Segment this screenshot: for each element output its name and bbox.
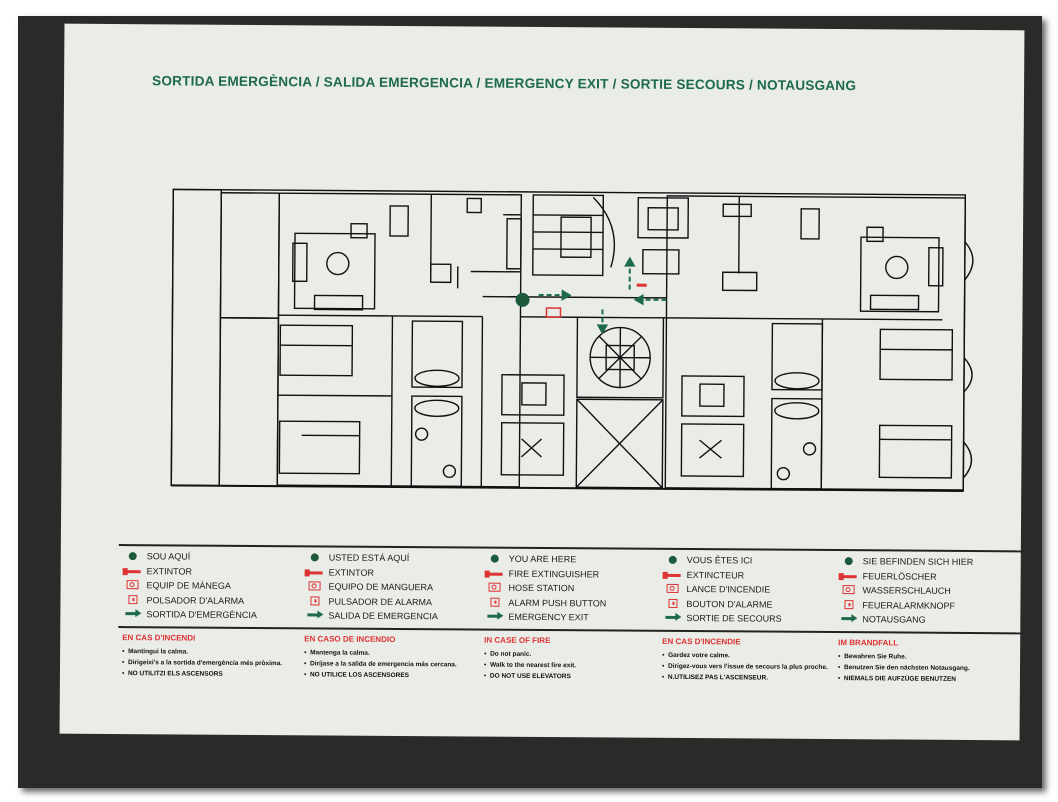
you-are-here-icon — [839, 555, 863, 567]
hose-station-icon — [305, 581, 329, 593]
floor-plan — [170, 188, 974, 492]
fire-extinguisher-icon — [839, 570, 863, 582]
alarm-button-icon — [662, 598, 686, 610]
exit-arrow-icon — [484, 611, 508, 623]
fire-instructions-spanish: EN CASO DE INCENDIO Mantenga la calma. D… — [304, 634, 484, 683]
hose-station-icon — [839, 584, 863, 596]
hose-station-icon — [663, 583, 687, 595]
legend-bottom-rule — [118, 626, 1025, 634]
evacuation-plan-sign: SORTIDA EMERGÈNCIA / SALIDA EMERGENCIA /… — [59, 23, 1025, 741]
exit-arrow-icon — [662, 612, 686, 624]
you-are-here-icon — [663, 554, 687, 566]
exit-arrow-icon — [838, 613, 862, 625]
fire-instructions-german: IM BRANDFALL Bewahren Sie Ruhe. Benutzen… — [838, 638, 1018, 687]
you-are-here-marker — [515, 292, 530, 307]
hose-station-icon — [485, 582, 509, 594]
you-are-here-icon — [123, 550, 147, 562]
exit-arrow-icon — [122, 608, 146, 620]
alarm-button-icon — [122, 594, 146, 606]
building-outline — [170, 188, 967, 492]
fire-extinguisher-marker — [636, 283, 647, 287]
legend-column-french: VOUS ÊTES ICI EXTINCTEUR LANCE D'INCENDI… — [662, 553, 841, 627]
hose-station-icon — [123, 579, 147, 591]
alarm-button-icon — [484, 596, 508, 608]
legend-column-english: YOU ARE HERE FIRE EXTINGUISHER HOSE STAT… — [484, 552, 663, 626]
fire-extinguisher-icon — [663, 569, 687, 581]
fire-extinguisher-icon — [485, 567, 509, 579]
you-are-here-icon — [305, 552, 329, 564]
fire-instructions-french: EN CAS D'INCENDIE Gardez votre calme. Di… — [662, 637, 842, 686]
alarm-button-icon — [838, 599, 862, 611]
fire-instructions-catalan: EN CAS D'INCENDI Mantingui la calma. Dir… — [122, 633, 302, 682]
hose-station-marker — [545, 307, 562, 318]
fire-extinguisher-icon — [123, 565, 147, 577]
exit-arrow-icon — [304, 610, 328, 622]
legend-column-spanish: USTED ESTÁ AQUÍ EXTINTOR EQUIPO DE MANGU… — [304, 550, 483, 624]
you-are-here-icon — [485, 553, 509, 565]
alarm-button-icon — [304, 595, 328, 607]
fire-extinguisher-icon — [305, 566, 329, 578]
fire-instructions-english: IN CASE OF FIRE Do not panic. Walk to th… — [484, 636, 664, 685]
legend-column-catalan: SOU AQUÍ EXTINTOR EQUIP DE MÀNEGA POLSAD… — [122, 549, 301, 623]
legend-column-german: SIE BEFINDEN SICH HIER FEUERLÖSCHER WASS… — [838, 554, 1017, 628]
